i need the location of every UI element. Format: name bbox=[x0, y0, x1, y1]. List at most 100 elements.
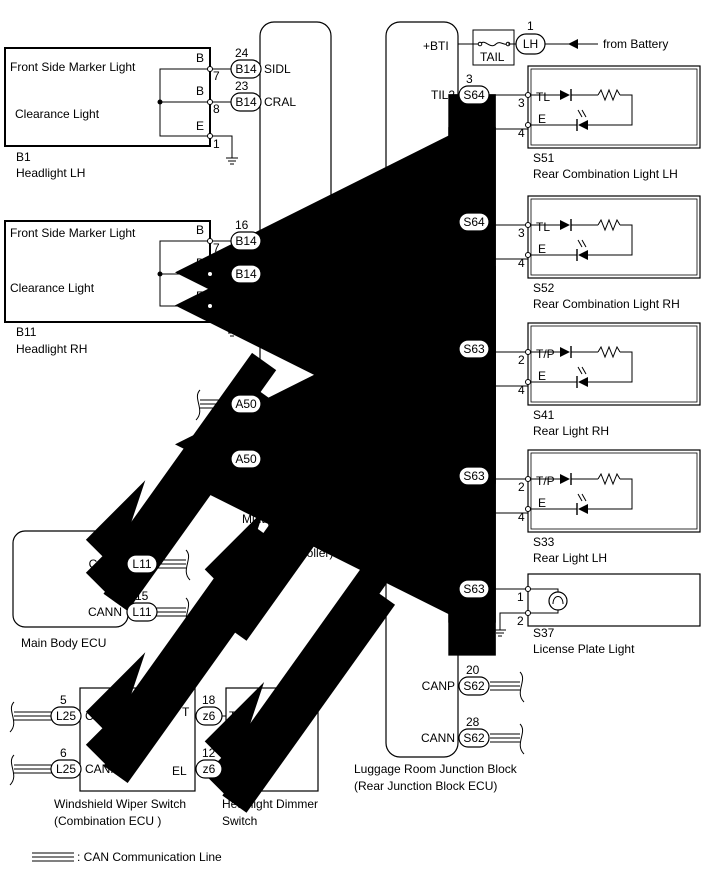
pin-number: 8 bbox=[213, 275, 220, 289]
pin-number: 7 bbox=[213, 241, 220, 255]
pin-number: 4 bbox=[518, 256, 525, 270]
pin-number: 18 bbox=[202, 693, 216, 707]
front-ecu-title-1: Multiplex Network bbox=[242, 512, 338, 526]
connector-pill bbox=[50, 706, 82, 726]
license-plate-name: License Plate Light bbox=[533, 642, 635, 656]
connector-pill bbox=[458, 579, 490, 599]
pin-e-label: E bbox=[196, 289, 204, 303]
connector-code: S62 bbox=[463, 731, 485, 745]
connector-code: S64 bbox=[463, 215, 485, 229]
connector-pill bbox=[126, 554, 158, 574]
front-ecu-box bbox=[259, 21, 332, 508]
connector-pill bbox=[458, 728, 490, 748]
rear-light-code: S52 bbox=[533, 281, 555, 295]
license-plate-code: S37 bbox=[533, 626, 555, 640]
pin-number: 4 bbox=[518, 126, 525, 140]
headlight-rh-side-marker-label: Front Side Marker Light bbox=[10, 226, 136, 240]
pin-number: 16 bbox=[135, 541, 149, 555]
headlight-lh-code: B1 bbox=[16, 150, 31, 164]
pin-number: 4 bbox=[518, 383, 525, 397]
fuse-label: TAIL bbox=[480, 50, 505, 64]
pin-number: 5 bbox=[60, 693, 67, 707]
headlight-lh-name: Headlight LH bbox=[16, 166, 85, 180]
connector-pill bbox=[230, 59, 262, 79]
pin-b-label: B bbox=[196, 84, 204, 98]
connector-code: z6 bbox=[203, 762, 216, 776]
legend-can-line: : CAN Communication Line bbox=[77, 850, 222, 864]
signal-label: CANP bbox=[264, 397, 297, 411]
luggage-junction-block: +BTI TAIL LH 1 from Battery S643TIL2S647… bbox=[354, 19, 668, 793]
wiper-switch-name-1: Windshield Wiper Switch bbox=[54, 797, 186, 811]
arrow-left-icon bbox=[568, 39, 578, 49]
rear-light-code: S51 bbox=[533, 151, 555, 165]
headlight-lh-side-marker-label: Front Side Marker Light bbox=[10, 60, 136, 74]
led-icon bbox=[578, 250, 588, 260]
signal-label: CANN bbox=[421, 731, 455, 745]
connector-pill bbox=[230, 92, 262, 112]
luggage-jb-name-2: (Rear Junction Block ECU) bbox=[354, 779, 497, 793]
pin-number: 3 bbox=[518, 226, 525, 240]
pin-t-label: T/P bbox=[536, 347, 555, 361]
luggage-jb-box bbox=[385, 21, 459, 758]
signal-label: SIDL bbox=[264, 62, 291, 76]
headlight-lh-box bbox=[4, 47, 211, 147]
pin-t-label: TL bbox=[536, 220, 550, 234]
battery-pin: 1 bbox=[527, 19, 534, 33]
pin-number: 7 bbox=[466, 199, 473, 213]
headlight-rh-name: Headlight RH bbox=[16, 342, 87, 356]
pin-number: 8 bbox=[213, 102, 220, 116]
pin-number: 4 bbox=[518, 510, 525, 524]
rear-light-inner-box bbox=[530, 325, 698, 403]
bulb-icon bbox=[548, 591, 568, 611]
connector-pill bbox=[458, 466, 490, 486]
signal-label: CANP bbox=[422, 679, 455, 693]
pin-e-label: E bbox=[538, 242, 546, 256]
signal-label: CANN bbox=[88, 605, 122, 619]
rear-light-code: S33 bbox=[533, 535, 555, 549]
connector-code: A50 bbox=[235, 397, 257, 411]
pin-number: 13 bbox=[466, 453, 480, 467]
dimmer-switch-name-1: Headlight Dimmer bbox=[222, 797, 318, 811]
pin-e-label: E bbox=[538, 112, 546, 126]
connector-code: z6 bbox=[203, 709, 216, 723]
pin-number: 24 bbox=[235, 46, 249, 60]
connector-pill bbox=[195, 759, 223, 779]
connector-pill bbox=[195, 706, 223, 726]
headlight-rh-clearance-label: Clearance Light bbox=[10, 281, 95, 295]
connector-code: L25 bbox=[56, 762, 76, 776]
main-body-name: Main Body ECU bbox=[21, 636, 106, 650]
diode-icon bbox=[560, 90, 570, 100]
pin-number: 2 bbox=[518, 480, 525, 494]
front-light-ecu: B1424SIDLB1423CRALB1416SIDRB1415CRARA503… bbox=[195, 21, 338, 560]
connector-code: L11 bbox=[132, 557, 151, 571]
connector-code: S64 bbox=[463, 88, 485, 102]
headlight-lh: Front Side Marker Light Clearance Light … bbox=[4, 47, 473, 633]
connector-code: S62 bbox=[463, 679, 485, 693]
pin-b-label: B bbox=[196, 51, 204, 65]
pin-b-label: B bbox=[196, 256, 204, 270]
pin-number: 4 bbox=[235, 436, 242, 450]
signal-label: TIL1 bbox=[431, 215, 455, 229]
pin-t-label: TL bbox=[536, 90, 550, 104]
connector-code: S63 bbox=[463, 469, 485, 483]
resistor-icon bbox=[597, 472, 621, 486]
pin-number: 12 bbox=[202, 746, 216, 760]
pin-e-label: E bbox=[196, 119, 204, 133]
dimmer-switch-name-2: Switch bbox=[222, 814, 257, 828]
pin-number: 3 bbox=[518, 96, 525, 110]
connector-pill bbox=[230, 231, 262, 251]
rear-light-code: S41 bbox=[533, 408, 555, 422]
front-ecu-title-2: Front Light ECU bbox=[242, 529, 328, 543]
connector-pill bbox=[230, 394, 262, 414]
